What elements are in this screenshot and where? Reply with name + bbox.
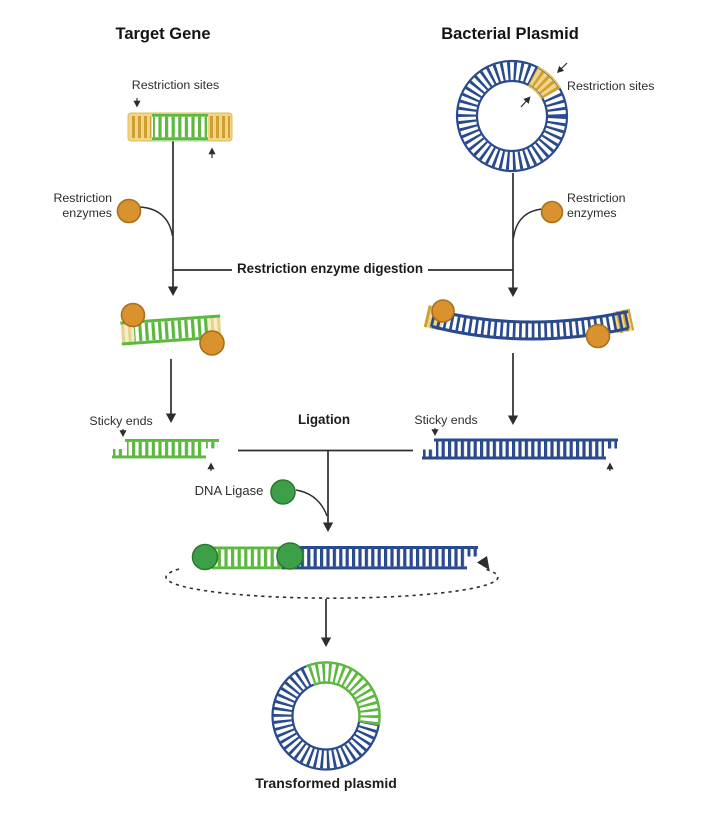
label-dna-ligase: DNA Ligase [194,483,264,498]
plasmid-restriction-site [527,66,561,100]
digested-plasmid-fragment [423,299,635,349]
enzyme-on-fragment-right-top [431,299,455,323]
ligase-on-dna-junction [276,542,304,570]
enzyme-curve-left [139,206,174,237]
sticky-gene-fragment [112,429,219,471]
transformed-plasmid-gene-insert [305,661,381,726]
circularization-arrowhead-icon [477,556,490,570]
transformed-plasmid [271,661,381,771]
label-sticky-ends-right: Sticky ends [414,413,478,427]
ligated-recombinant-dna [165,542,499,599]
label-digestion-step: Restriction enzyme digestion [236,261,424,276]
label-restriction-sites-right: Restriction sites [567,79,655,93]
label-restriction-sites-left: Restriction sites [131,78,220,92]
enzyme-on-fragment-left-top [120,302,146,328]
site-arrow-outer-icon [556,62,568,74]
ligase-curve [295,489,328,517]
ligase-on-dna-left [191,543,219,571]
enzyme-curve-right [512,208,543,239]
enzyme-on-fragment-left-bottom [199,330,225,356]
title-target-gene: Target Gene [115,25,211,43]
restriction-enzyme-circle-left [116,198,142,224]
label-restriction-enzymes-left: Restriction enzymes [53,191,112,220]
bacterial-plasmid [455,59,569,173]
label-sticky-ends-left: Sticky ends [89,414,153,428]
ligation-connectors [238,449,413,533]
label-ligation-step: Ligation [297,412,351,427]
label-transformed-plasmid: Transformed plasmid [255,775,397,791]
target-gene-site-arrows [133,98,216,158]
title-bacterial-plasmid: Bacterial Plasmid [441,25,579,43]
circularization-dashed-arc [165,568,499,599]
sticky-plasmid-fragment [422,428,618,471]
site-arrow-inner-icon [520,96,531,108]
enzyme-on-fragment-right-bottom [585,323,611,349]
target-gene-dna [127,112,233,142]
label-restriction-enzymes-right: Restriction enzymes [567,191,626,220]
dna-ligase-circle [270,479,296,505]
restriction-enzyme-circle-right [540,200,564,224]
digestion-connectors [116,141,564,298]
digested-gene-fragment [120,302,225,356]
